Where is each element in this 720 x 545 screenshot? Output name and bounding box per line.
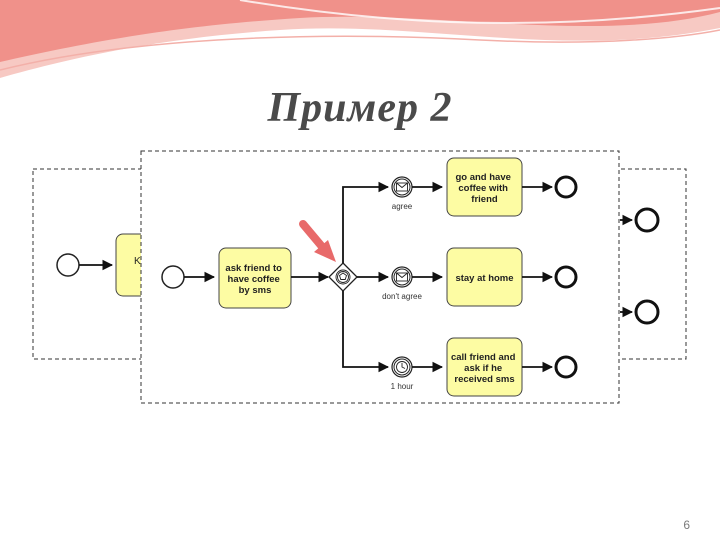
- slide-title: Пример 2: [267, 85, 453, 131]
- task-call-friend-label: call friend and ask if he received sms: [451, 352, 518, 385]
- event-label-agree: agree: [392, 202, 413, 211]
- header-wave-decoration: [0, 0, 720, 78]
- outer-end-event-top: [634, 207, 660, 233]
- task-ask-friend-label: ask friend to have coffee by sms: [225, 263, 284, 296]
- end-event-home: [554, 265, 578, 289]
- end-event-coffee: [554, 175, 578, 199]
- event-label-timer: 1 hour: [391, 382, 414, 391]
- red-arrow-icon: [299, 220, 336, 262]
- envelope-icon: [391, 266, 413, 288]
- outer-end-event-bottom: [634, 299, 660, 325]
- event-label-dont-agree: don't agree: [382, 292, 422, 301]
- inner-start-event: [161, 265, 185, 289]
- envelope-icon: [391, 176, 413, 198]
- event-based-gateway-icon: [328, 262, 358, 292]
- outer-start-event: [56, 253, 80, 277]
- task-ask-friend: [218, 247, 292, 309]
- end-event-call: [554, 355, 578, 379]
- clock-icon: [391, 356, 413, 378]
- outer-task-label: K: [134, 256, 141, 267]
- page-number: 6: [683, 518, 690, 532]
- task-go-coffee-label: go and have coffee with friend: [455, 172, 513, 205]
- gateway-branches: [342, 181, 390, 373]
- task-stay-home-label: stay at home: [455, 273, 513, 284]
